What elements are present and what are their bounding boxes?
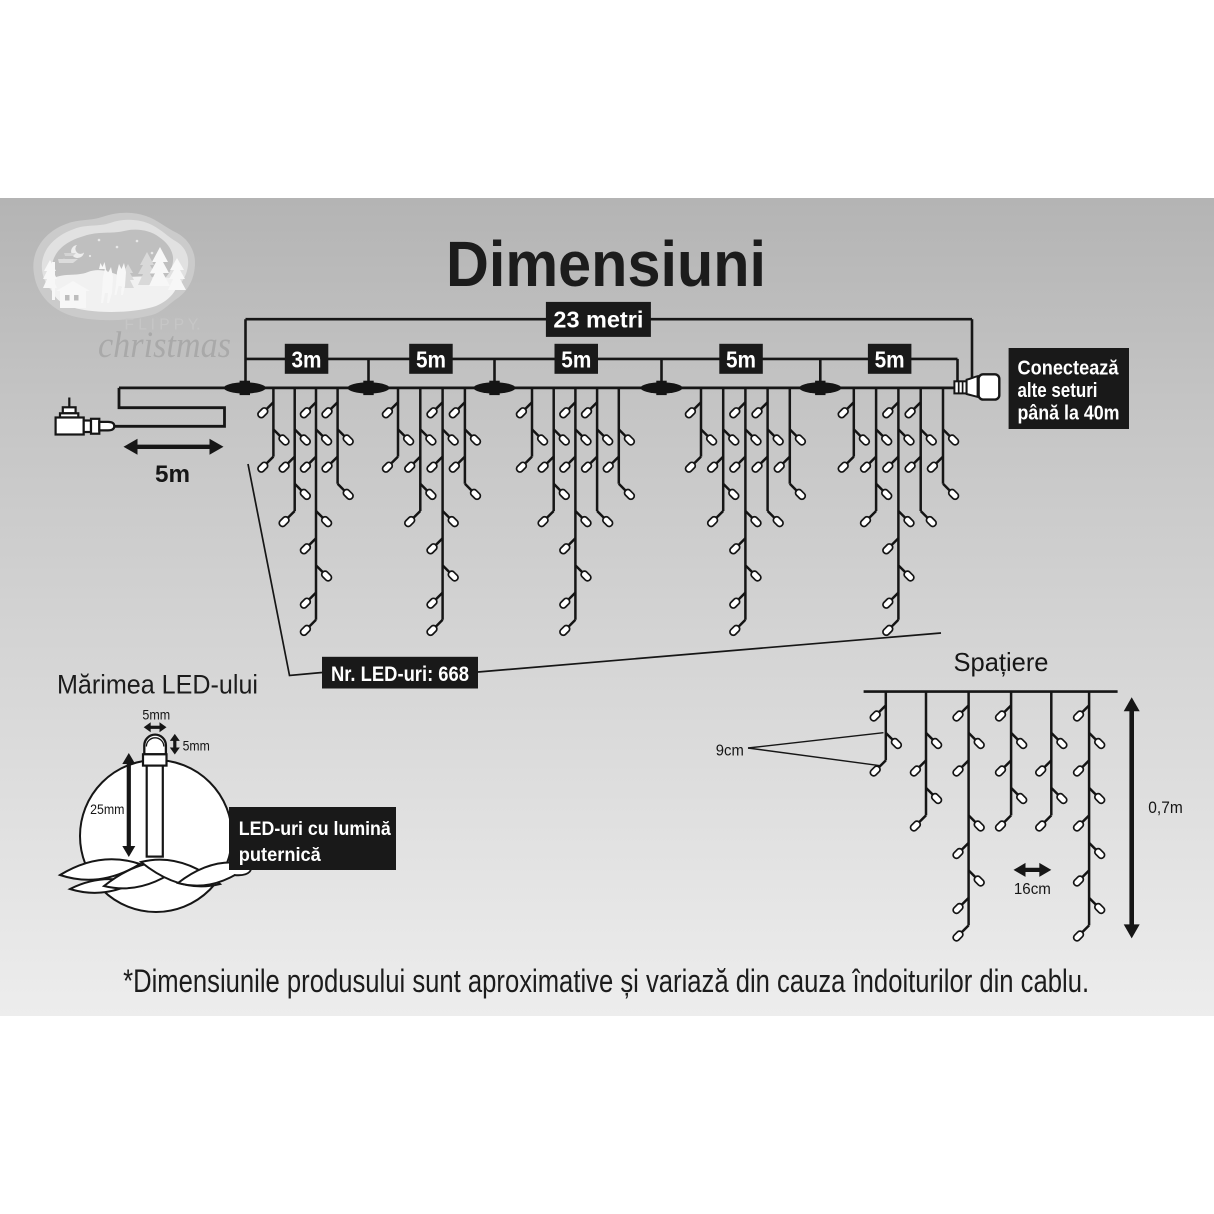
svg-text:5m: 5m bbox=[155, 461, 190, 488]
svg-text:23 metri: 23 metri bbox=[553, 307, 643, 333]
svg-text:*Dimensiunile produsului sunt: *Dimensiunile produsului sunt aproximati… bbox=[123, 962, 1089, 999]
svg-text:Spațiere: Spațiere bbox=[954, 647, 1049, 677]
svg-text:până la 40m: până la 40m bbox=[1018, 402, 1120, 425]
svg-text:Nr. LED-uri: 668: Nr. LED-uri: 668 bbox=[331, 662, 469, 686]
svg-text:5m: 5m bbox=[875, 346, 905, 372]
svg-text:alte seturi: alte seturi bbox=[1018, 379, 1098, 402]
svg-text:16cm: 16cm bbox=[1014, 881, 1051, 898]
svg-text:Conectează: Conectează bbox=[1018, 357, 1119, 380]
svg-text:F L I P P Y.: F L I P P Y. bbox=[125, 317, 201, 334]
svg-text:25mm: 25mm bbox=[90, 802, 124, 818]
svg-text:9cm: 9cm bbox=[716, 743, 744, 760]
svg-text:Mărimea LED-ului: Mărimea LED-ului bbox=[57, 669, 258, 699]
svg-text:3m: 3m bbox=[292, 346, 322, 372]
svg-text:LED-uri cu lumină: LED-uri cu lumină bbox=[239, 819, 391, 840]
svg-text:5mm: 5mm bbox=[142, 707, 170, 722]
svg-text:0,7m: 0,7m bbox=[1148, 799, 1183, 817]
svg-text:christmas: christmas bbox=[98, 325, 231, 366]
svg-text:puternică: puternică bbox=[239, 845, 321, 866]
svg-text:5mm: 5mm bbox=[183, 739, 210, 754]
svg-text:5m: 5m bbox=[416, 346, 446, 372]
svg-text:5m: 5m bbox=[726, 346, 756, 372]
svg-text:Dimensiuni: Dimensiuni bbox=[446, 228, 766, 300]
svg-text:5m: 5m bbox=[561, 346, 591, 372]
